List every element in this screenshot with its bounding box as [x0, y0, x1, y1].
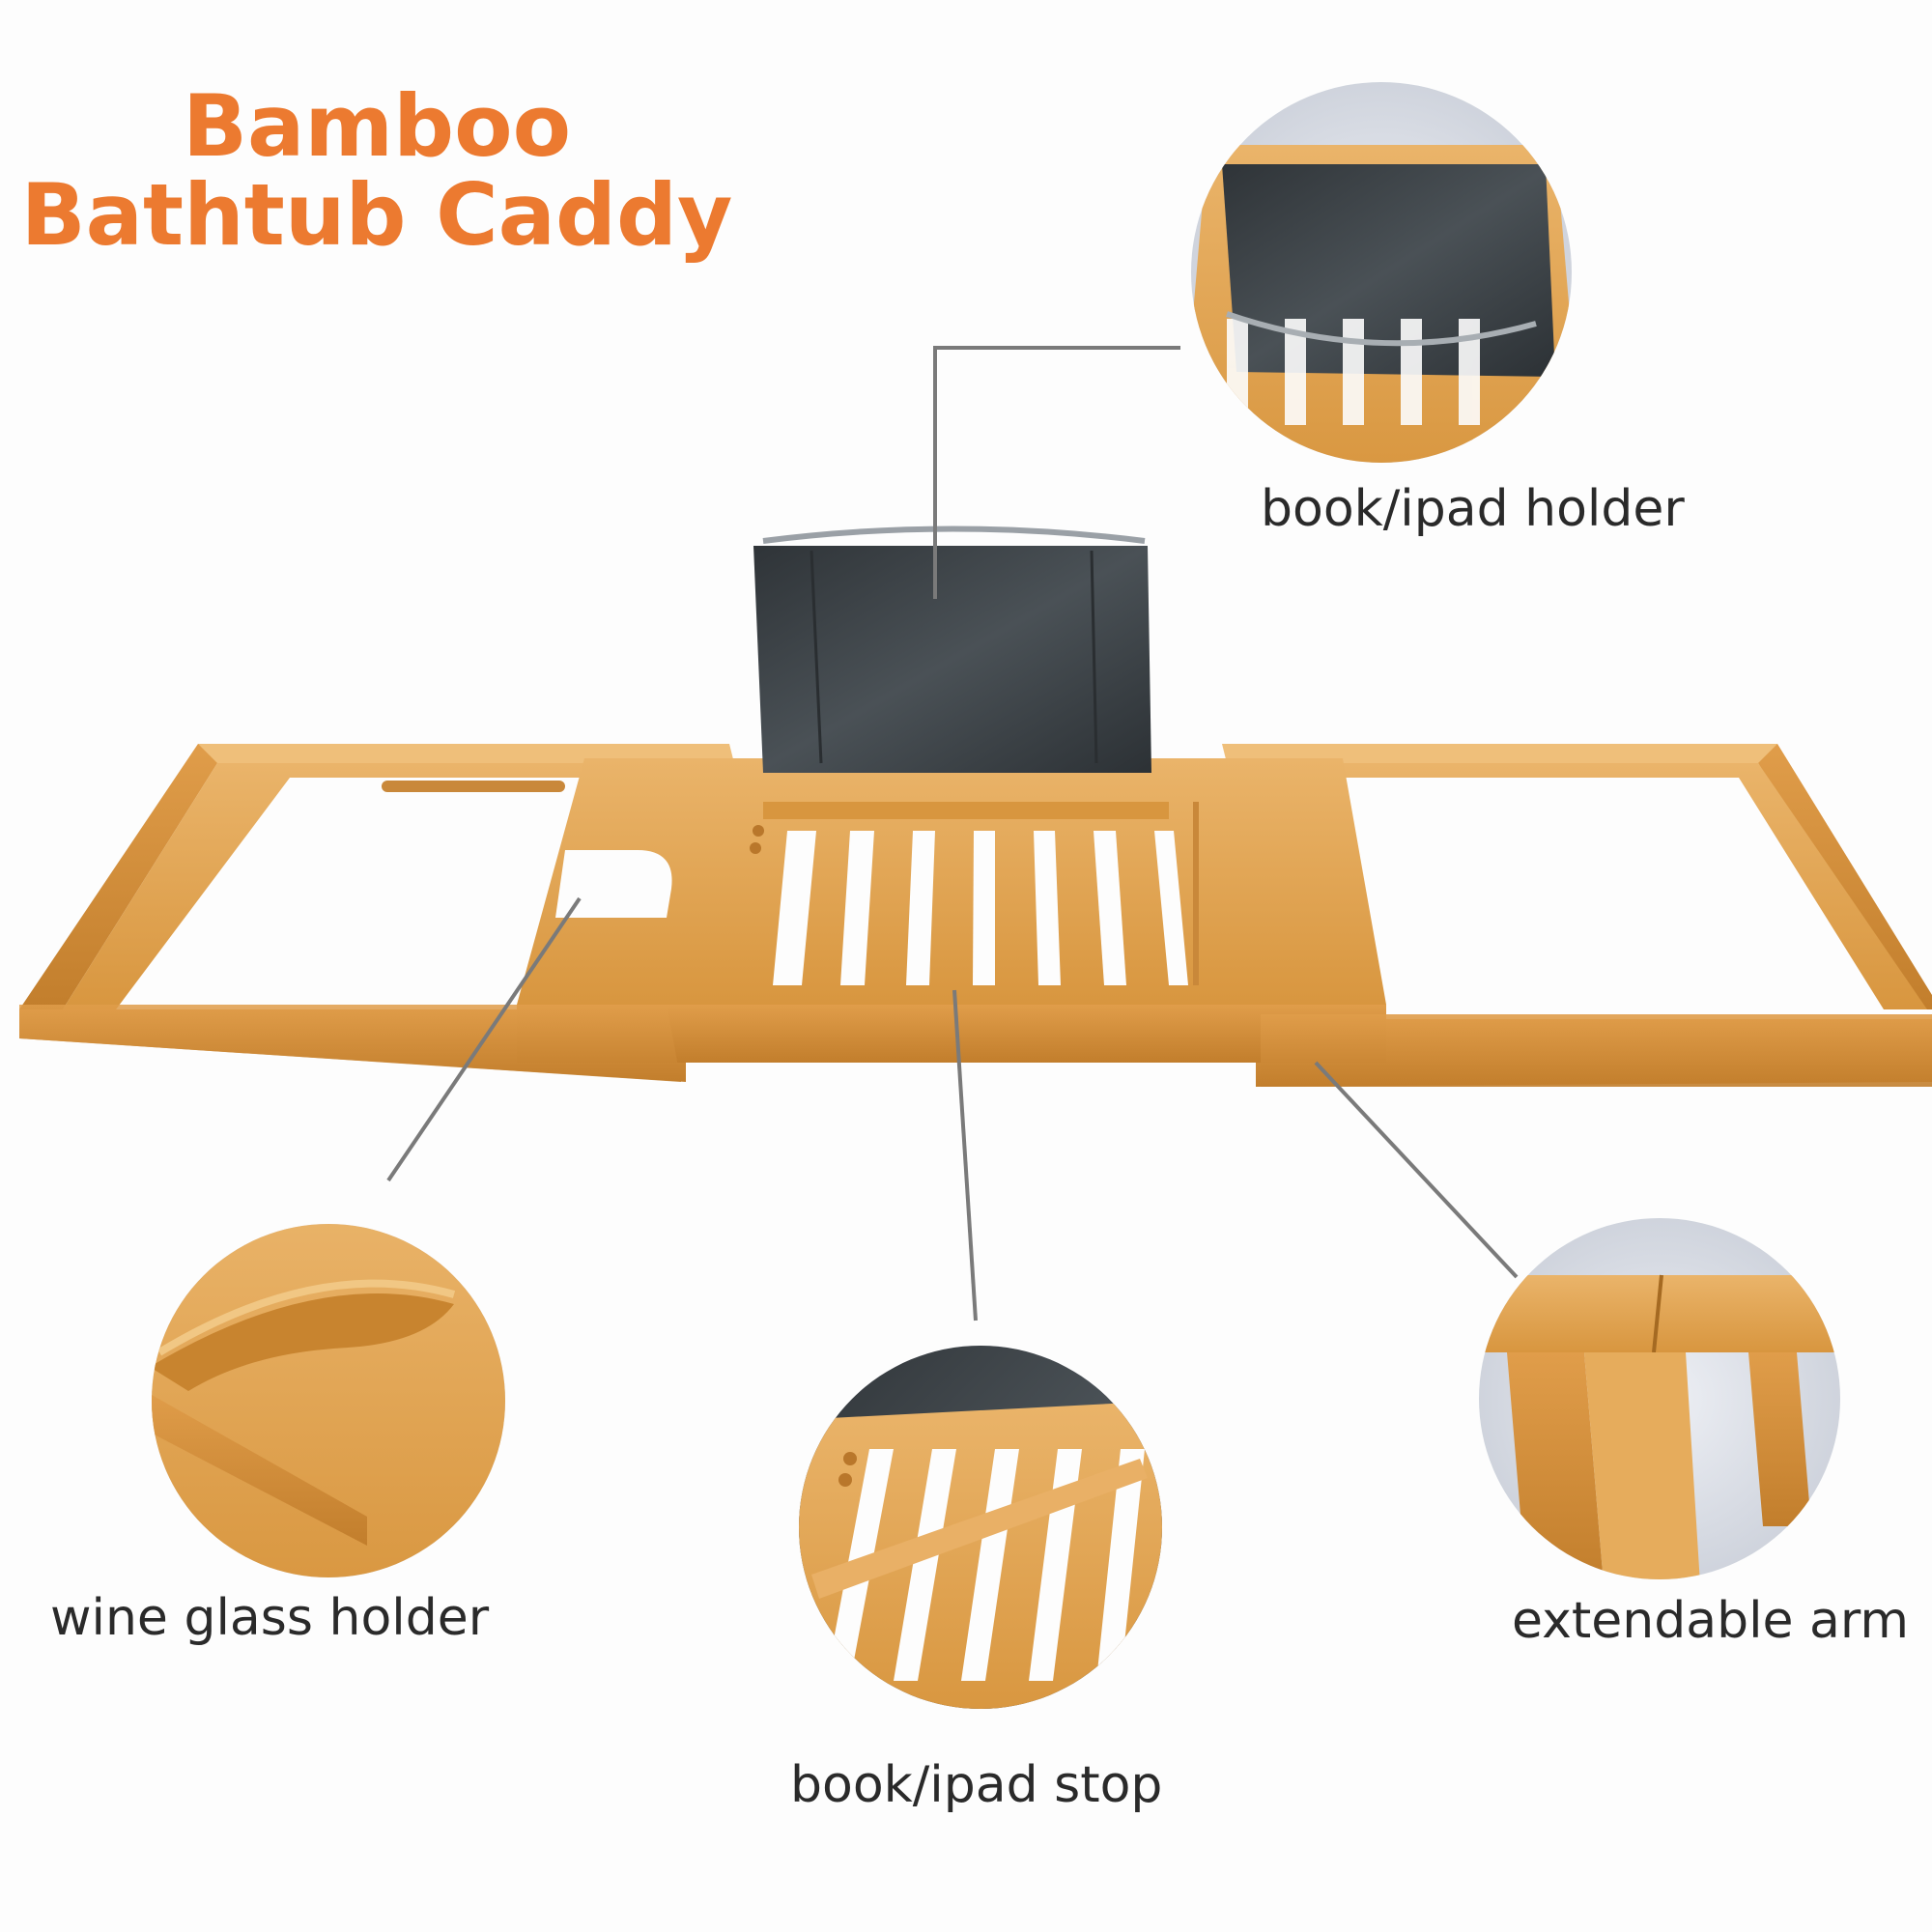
- tray-slats: [750, 802, 1188, 985]
- leader-line-stop: [952, 989, 978, 1321]
- detail-circle-book-ipad-stop: [799, 1346, 1162, 1709]
- label-book-ipad-stop: book/ipad stop: [790, 1756, 1163, 1814]
- bathtub-caddy: [19, 526, 1932, 1087]
- detail-circle-book-ipad-holder: [1191, 82, 1572, 463]
- book-ipad-holder-fabric: [753, 526, 1151, 773]
- leader-line-arm: [1314, 1061, 1519, 1279]
- label-extendable-arm: extendable arm: [1512, 1592, 1910, 1650]
- leader-line-wine-glass: [386, 896, 582, 1182]
- page-title: Bamboo Bathtub Caddy: [0, 82, 753, 260]
- detail-circle-extendable-arm: [1479, 1218, 1840, 1579]
- title-line-1: Bamboo: [182, 76, 572, 176]
- label-book-ipad-holder: book/ipad holder: [1261, 480, 1685, 538]
- leader-line-holder: [933, 346, 1180, 599]
- detail-circle-wine-glass-holder: [152, 1224, 505, 1577]
- label-wine-glass-holder: wine glass holder: [50, 1589, 490, 1647]
- wine-glass-slot: [555, 850, 672, 918]
- central-tray: [19, 758, 1932, 1087]
- leader-lines: [386, 346, 1519, 1321]
- title-line-2: Bathtub Caddy: [20, 165, 733, 265]
